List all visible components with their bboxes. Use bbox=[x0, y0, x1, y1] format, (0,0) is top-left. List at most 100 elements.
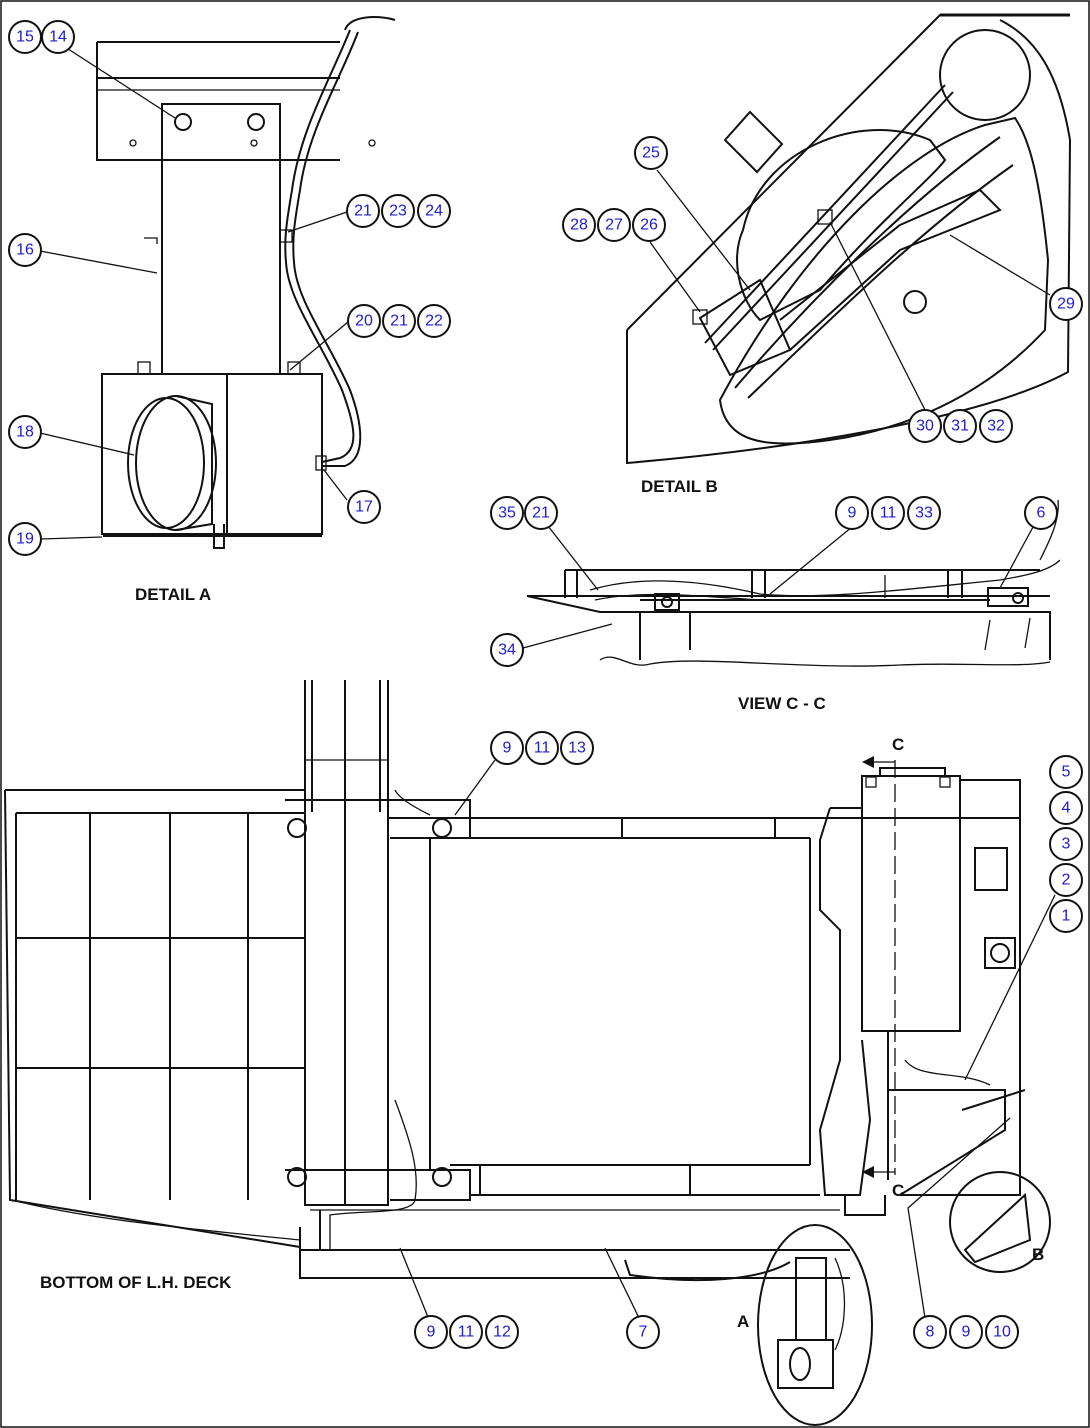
callout-bubble[interactable]: 31 bbox=[943, 409, 977, 443]
callout-bubble[interactable]: 30 bbox=[908, 409, 942, 443]
svg-text:6: 6 bbox=[1037, 505, 1046, 522]
callout-bubble[interactable]: 4 bbox=[1049, 791, 1083, 825]
svg-text:11: 11 bbox=[880, 505, 897, 522]
main-view-drawing bbox=[4, 680, 1051, 1426]
view-cc-label: VIEW C - C bbox=[738, 694, 826, 713]
svg-text:17: 17 bbox=[355, 499, 373, 516]
callout-bubble[interactable]: 11 bbox=[871, 496, 905, 530]
callout-bubble[interactable]: 23 bbox=[381, 194, 415, 228]
callout-bubble[interactable]: 34 bbox=[490, 633, 524, 667]
callout-bubble[interactable]: 19 bbox=[8, 522, 42, 556]
svg-text:4: 4 bbox=[1062, 800, 1071, 817]
marker-b-label: B bbox=[1032, 1245, 1044, 1264]
callout-bubble[interactable]: 22 bbox=[417, 304, 451, 338]
callout-bubble[interactable]: 14 bbox=[41, 20, 75, 54]
svg-text:5: 5 bbox=[1062, 764, 1071, 781]
callout-bubble[interactable]: 33 bbox=[907, 496, 941, 530]
svg-text:8: 8 bbox=[926, 1324, 935, 1341]
svg-text:2: 2 bbox=[1062, 872, 1071, 889]
svg-text:20: 20 bbox=[355, 313, 373, 330]
callout-bubble[interactable]: 8 bbox=[913, 1315, 947, 1349]
detail-a-label: DETAIL A bbox=[135, 585, 211, 604]
detail-b-drawing bbox=[626, 13, 1072, 465]
svg-text:1: 1 bbox=[1062, 908, 1071, 925]
svg-text:27: 27 bbox=[605, 217, 623, 234]
marker-c-bottom-label: C bbox=[892, 1181, 904, 1200]
callout-bubble[interactable]: 35 bbox=[490, 496, 524, 530]
callout-bubbles: 15 14 16 21 23 24 20 21 22 18 17 19 25 2… bbox=[8, 20, 1083, 1349]
callout-bubble[interactable]: 29 bbox=[1049, 287, 1083, 321]
callout-bubble[interactable]: 15 bbox=[8, 20, 42, 54]
svg-text:22: 22 bbox=[425, 313, 443, 330]
callout-bubble[interactable]: 2 bbox=[1049, 863, 1083, 897]
callout-bubble[interactable]: 27 bbox=[597, 208, 631, 242]
svg-text:30: 30 bbox=[916, 418, 934, 435]
view-cc-leaders bbox=[522, 525, 1034, 649]
callout-bubble[interactable]: 9 bbox=[414, 1315, 448, 1349]
svg-text:11: 11 bbox=[534, 740, 551, 757]
svg-text:21: 21 bbox=[532, 505, 550, 522]
svg-text:9: 9 bbox=[503, 740, 512, 757]
svg-text:9: 9 bbox=[848, 505, 857, 522]
svg-text:25: 25 bbox=[642, 145, 660, 162]
svg-text:34: 34 bbox=[498, 642, 516, 659]
svg-text:10: 10 bbox=[993, 1324, 1011, 1341]
callout-bubble[interactable]: 9 bbox=[490, 731, 524, 765]
callout-bubble[interactable]: 20 bbox=[347, 304, 381, 338]
svg-text:35: 35 bbox=[498, 505, 516, 522]
svg-text:31: 31 bbox=[951, 418, 969, 435]
svg-text:33: 33 bbox=[915, 505, 933, 522]
callout-bubble[interactable]: 9 bbox=[835, 496, 869, 530]
callout-bubble[interactable]: 1 bbox=[1049, 899, 1083, 933]
svg-text:9: 9 bbox=[427, 1324, 436, 1341]
svg-text:15: 15 bbox=[16, 29, 34, 46]
callout-bubble[interactable]: 11 bbox=[525, 731, 559, 765]
marker-c-top-label: C bbox=[892, 735, 904, 754]
callout-bubble[interactable]: 17 bbox=[347, 490, 381, 524]
callout-bubble[interactable]: 26 bbox=[632, 208, 666, 242]
detail-b-leaders bbox=[649, 169, 1051, 411]
svg-text:7: 7 bbox=[639, 1324, 648, 1341]
callout-bubble[interactable]: 6 bbox=[1024, 496, 1058, 530]
svg-text:24: 24 bbox=[425, 203, 443, 220]
main-view-leaders bbox=[399, 759, 1056, 1323]
callout-bubble[interactable]: 11 bbox=[449, 1315, 483, 1349]
callout-bubble[interactable]: 5 bbox=[1049, 755, 1083, 789]
callout-bubble[interactable]: 21 bbox=[382, 304, 416, 338]
callout-bubble[interactable]: 13 bbox=[560, 731, 594, 765]
callout-bubble[interactable]: 21 bbox=[346, 194, 380, 228]
svg-text:29: 29 bbox=[1057, 296, 1075, 313]
svg-text:32: 32 bbox=[987, 418, 1005, 435]
marker-a-label: A bbox=[737, 1312, 749, 1331]
svg-text:13: 13 bbox=[568, 740, 586, 757]
svg-text:3: 3 bbox=[1062, 836, 1071, 853]
svg-text:26: 26 bbox=[640, 217, 658, 234]
callout-bubble[interactable]: 28 bbox=[562, 208, 596, 242]
callout-bubble[interactable]: 21 bbox=[524, 496, 558, 530]
svg-text:21: 21 bbox=[354, 203, 372, 220]
svg-text:21: 21 bbox=[390, 313, 408, 330]
callout-bubble[interactable]: 12 bbox=[485, 1315, 519, 1349]
view-cc-drawing bbox=[526, 499, 1061, 667]
detail-a-drawing bbox=[96, 16, 396, 549]
svg-text:11: 11 bbox=[458, 1324, 475, 1341]
callout-bubble[interactable]: 32 bbox=[979, 409, 1013, 443]
detail-a-leaders bbox=[39, 46, 349, 540]
callout-bubble[interactable]: 16 bbox=[8, 233, 42, 267]
svg-text:14: 14 bbox=[49, 29, 67, 46]
callout-bubble[interactable]: 10 bbox=[985, 1315, 1019, 1349]
svg-text:12: 12 bbox=[493, 1324, 511, 1341]
callout-bubble[interactable]: 7 bbox=[626, 1315, 660, 1349]
svg-text:28: 28 bbox=[570, 217, 588, 234]
callout-bubble[interactable]: 9 bbox=[949, 1315, 983, 1349]
callout-bubble[interactable]: 24 bbox=[417, 194, 451, 228]
callout-bubble[interactable]: 3 bbox=[1049, 827, 1083, 861]
callout-bubble[interactable]: 25 bbox=[634, 136, 668, 170]
bottom-deck-label: BOTTOM OF L.H. DECK bbox=[40, 1273, 232, 1292]
svg-text:23: 23 bbox=[389, 203, 407, 220]
callout-bubble[interactable]: 18 bbox=[8, 415, 42, 449]
svg-text:19: 19 bbox=[16, 531, 34, 548]
